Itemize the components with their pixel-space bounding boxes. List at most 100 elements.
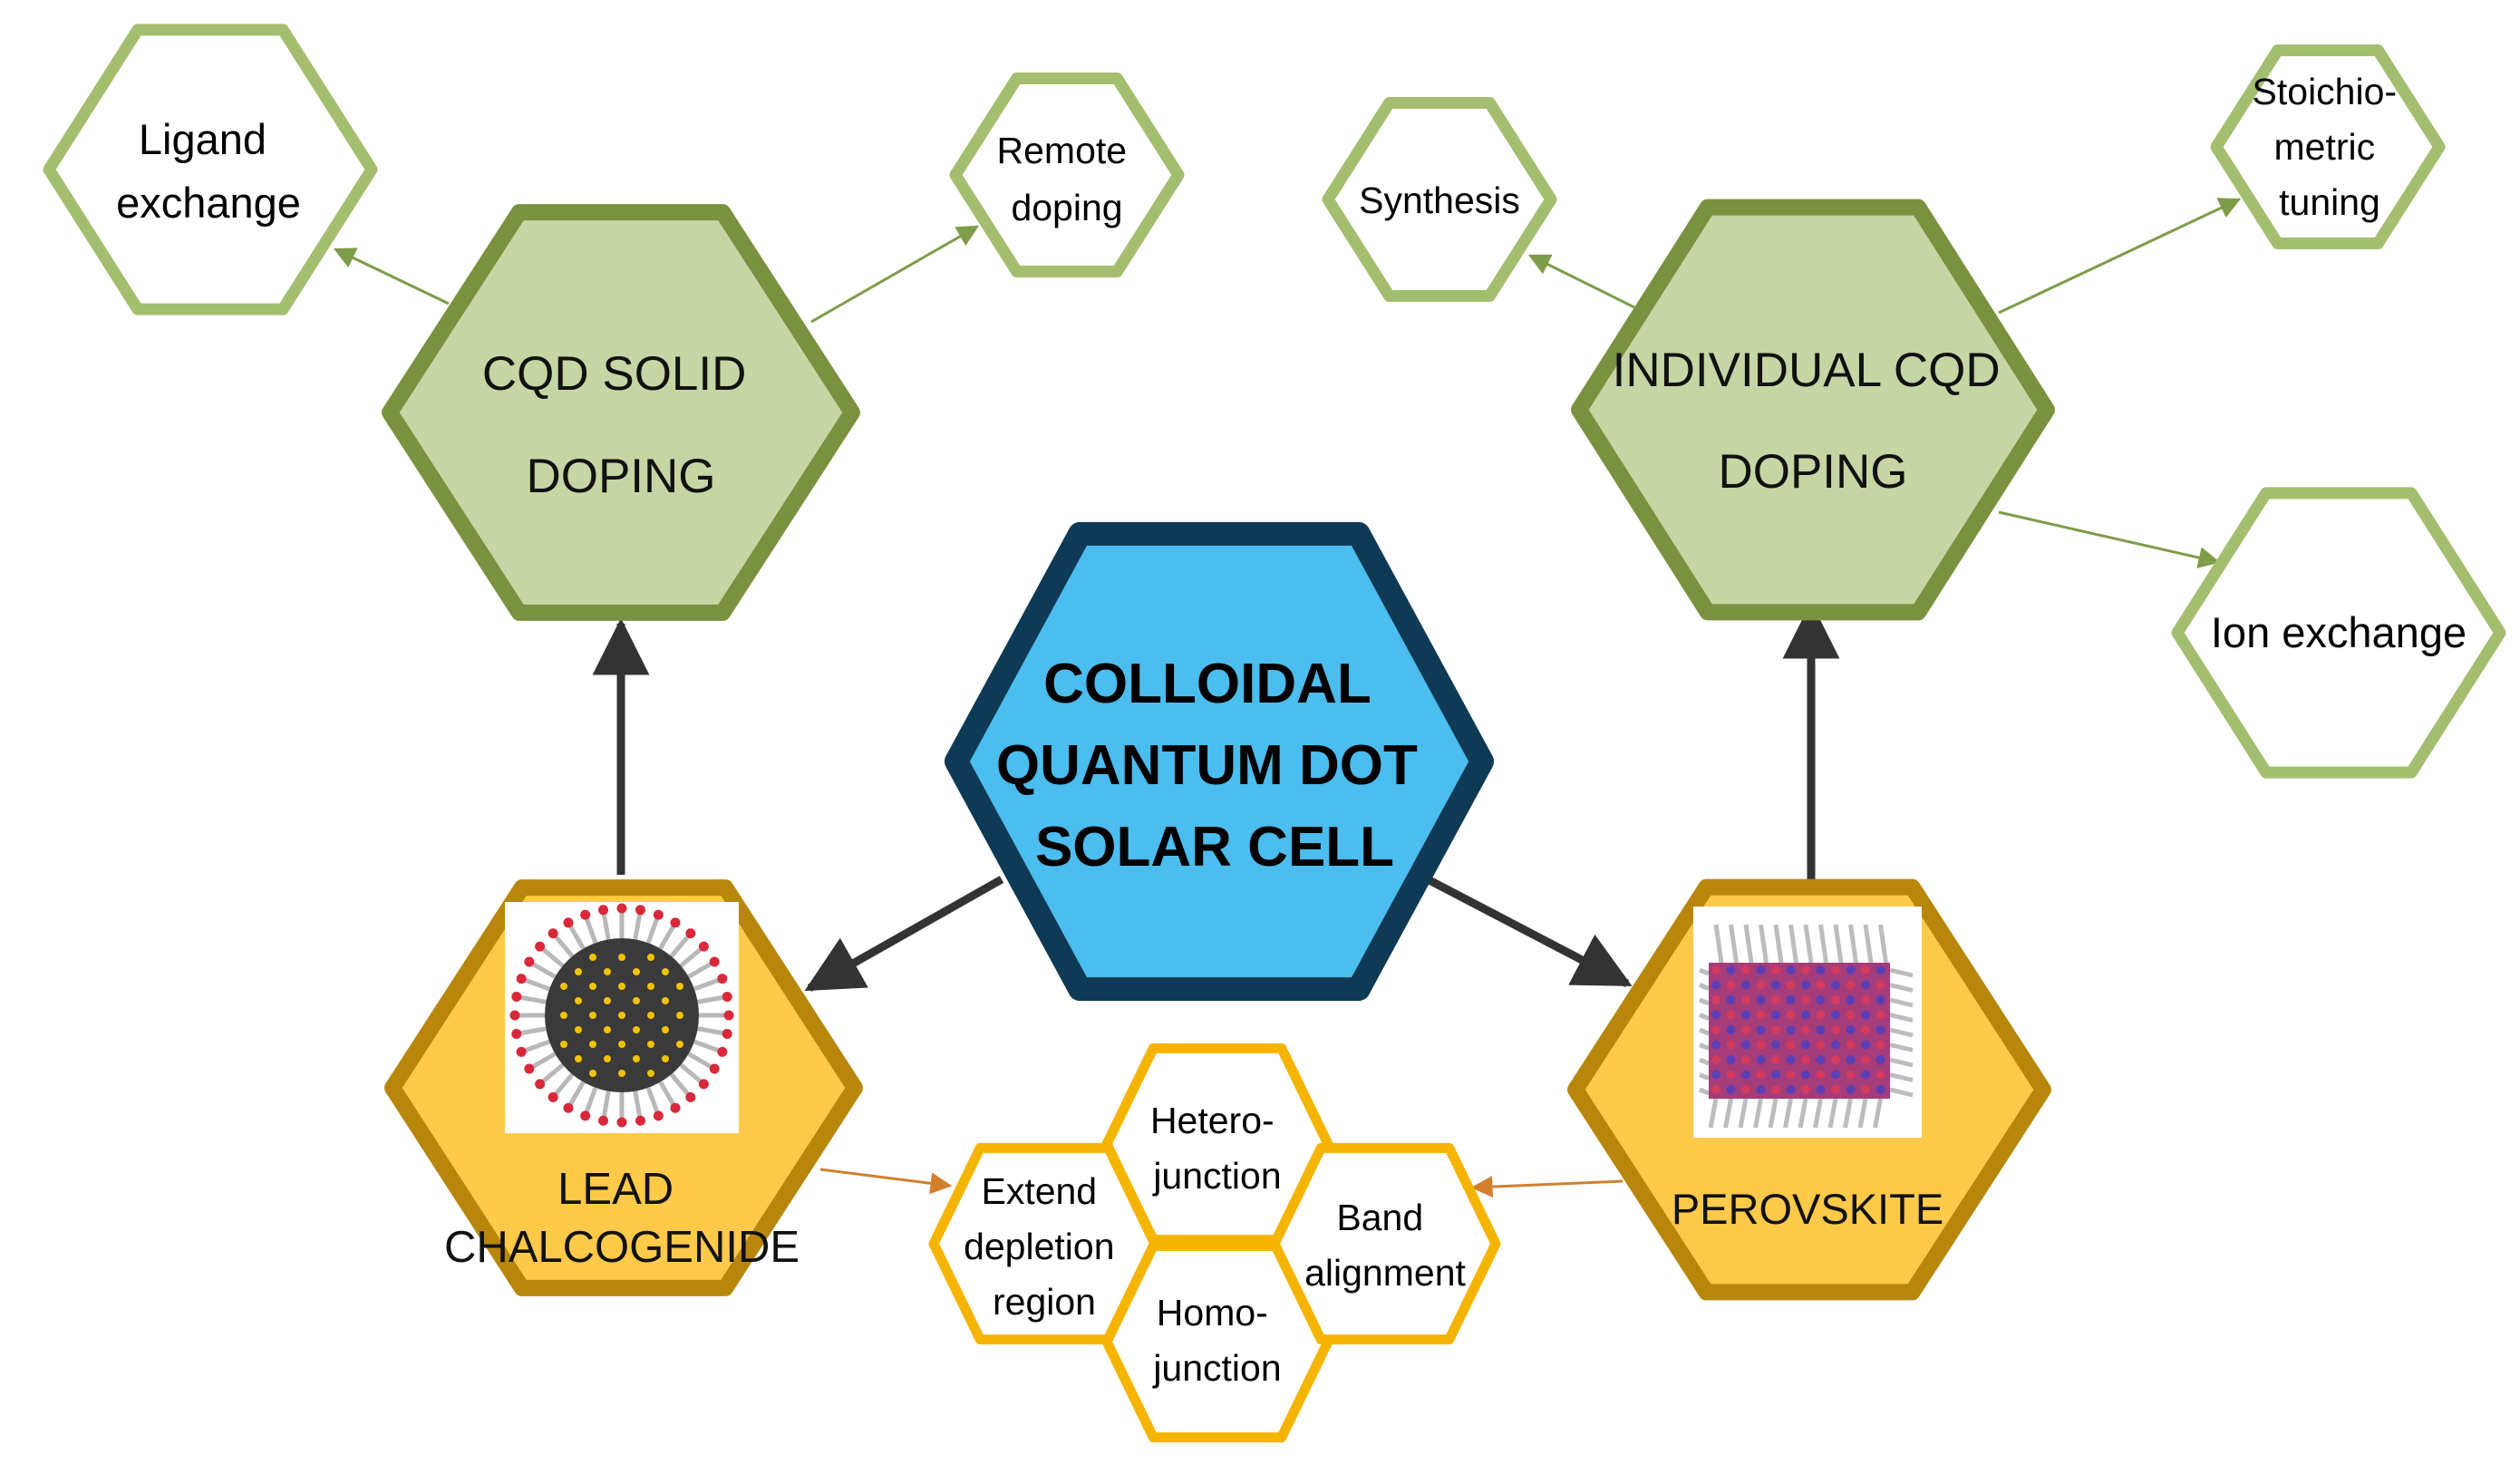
ligand-chain: [645, 1087, 661, 1117]
stoich-line: Stoichio-: [2253, 71, 2398, 112]
lattice-atom: [1726, 1070, 1736, 1080]
lattice-atom: [1861, 965, 1870, 975]
remote-doping-node: Remote doping: [949, 72, 1185, 278]
lattice-atom: [1831, 1010, 1840, 1020]
lattice-atom: [1726, 1010, 1736, 1020]
ligand-chain: [697, 994, 728, 1004]
ligand-head: [548, 1091, 558, 1102]
lattice-atom: [1756, 1055, 1766, 1064]
lattice-atom: [1786, 1025, 1796, 1034]
lattice-atom: [1786, 965, 1796, 975]
lattice-atom: [1875, 980, 1885, 990]
lattice-atom: [1846, 965, 1856, 975]
lattice-atom: [1741, 1070, 1750, 1080]
lattice-atom: [1786, 1040, 1796, 1050]
lattice-atom: [1771, 965, 1780, 975]
ligand-chain: [669, 931, 693, 958]
surface-atom: [575, 1026, 582, 1033]
lattice-atom: [1816, 1055, 1826, 1064]
lattice-atom: [1786, 1010, 1796, 1020]
ligand-head: [670, 917, 681, 928]
center-node: COLLOIDAL QUANTUM DOT SOLAR CELL: [945, 521, 1494, 1002]
ligand-chain: [1699, 997, 1710, 1006]
surface-atom: [589, 983, 596, 990]
ligand-chain: [1783, 1098, 1793, 1129]
ligand-head: [598, 1115, 609, 1126]
ligand-head: [580, 909, 591, 920]
lattice-atom: [1711, 995, 1720, 1004]
lattice-atom: [1726, 1040, 1736, 1050]
ligand-chain: [1699, 1013, 1710, 1021]
ligand-chain: [1773, 924, 1784, 964]
ligand-chain: [1889, 1027, 1914, 1038]
surface-atom: [589, 954, 596, 961]
arrow-to-ligand: [333, 247, 450, 305]
lattice-atom: [1711, 980, 1720, 990]
ligand-head: [516, 1046, 527, 1057]
ligand-chain: [1759, 924, 1769, 964]
arrow-to-remote: [810, 225, 980, 324]
lattice-atom: [1741, 995, 1750, 1004]
remote-hexagon: [949, 72, 1185, 278]
ligand-head: [511, 1028, 522, 1039]
lattice-atom: [1861, 1040, 1870, 1050]
lattice-atom: [1726, 1085, 1736, 1094]
lattice-atom: [1875, 1025, 1885, 1034]
ligand-head: [717, 1046, 728, 1057]
lattice-atom: [1726, 1055, 1736, 1064]
lattice-atom: [1816, 1025, 1826, 1034]
lattice-atom: [1711, 1070, 1720, 1080]
lattice-atom: [1875, 1070, 1885, 1080]
surface-atoms: [560, 954, 683, 1077]
ligand-head: [685, 1091, 696, 1102]
ligand-chain: [1889, 1042, 1914, 1052]
surface-atom: [647, 983, 654, 990]
band-line: alignment: [1304, 1252, 1466, 1294]
ligand-head: [535, 941, 546, 952]
ligand-chain: [1743, 924, 1754, 964]
arrow-to-stoich: [1998, 198, 2242, 315]
band-hexagon: [1269, 1142, 1501, 1345]
ligand-chain: [1889, 1072, 1914, 1082]
lattice-atom: [1741, 1025, 1750, 1034]
ligand-chain: [601, 909, 611, 940]
lattice-atom: [1726, 965, 1736, 975]
cqd-solid-line: CQD SOLID: [482, 347, 747, 401]
ligand-chain: [1798, 1098, 1808, 1129]
ligand-line: Ligand: [139, 115, 267, 163]
lead-label: LEAD CHALCOGENIDE: [444, 1165, 800, 1272]
ligand-chain: [1699, 1027, 1710, 1036]
surface-atom: [575, 997, 582, 1004]
surface-atom: [604, 1026, 611, 1033]
individual-cqd-doping-node: INDIVIDUAL CQD DOPING: [1571, 199, 2055, 621]
surface-atom: [589, 1012, 596, 1019]
ligand-chain: [1753, 1098, 1763, 1129]
ligand-chain: [1729, 924, 1739, 964]
surface-atom: [618, 1070, 625, 1077]
surface-atom: [604, 1055, 611, 1062]
lattice-atom: [1846, 1055, 1856, 1064]
lattice-atom: [1711, 1040, 1720, 1050]
surface-atom: [633, 1055, 640, 1062]
ligand-head: [511, 992, 522, 1003]
ligand-chain: [669, 1072, 693, 1100]
ligand-chain: [1889, 1087, 1914, 1098]
lattice-atom: [1831, 965, 1840, 975]
lattice-atom: [1726, 1025, 1736, 1034]
surface-atom: [647, 1070, 654, 1077]
lattice-atom: [1861, 1070, 1870, 1080]
ligand-chain: [633, 909, 643, 940]
ligand-head: [698, 1079, 709, 1090]
connectors: [333, 198, 2242, 1198]
individual-line: DOPING: [1718, 445, 1907, 499]
ligand-chain: [1699, 1072, 1710, 1081]
lattice-atom: [1831, 1055, 1840, 1064]
lattice-atom: [1801, 1025, 1810, 1034]
lead-line: LEAD: [557, 1165, 674, 1214]
ligand-head: [535, 1079, 546, 1090]
lattice-atom: [1756, 1040, 1766, 1050]
ligand-chain: [1889, 1013, 1914, 1023]
ligand-chain: [551, 1072, 575, 1100]
lattice-atom: [1756, 1025, 1766, 1034]
surface-atom: [575, 968, 582, 975]
